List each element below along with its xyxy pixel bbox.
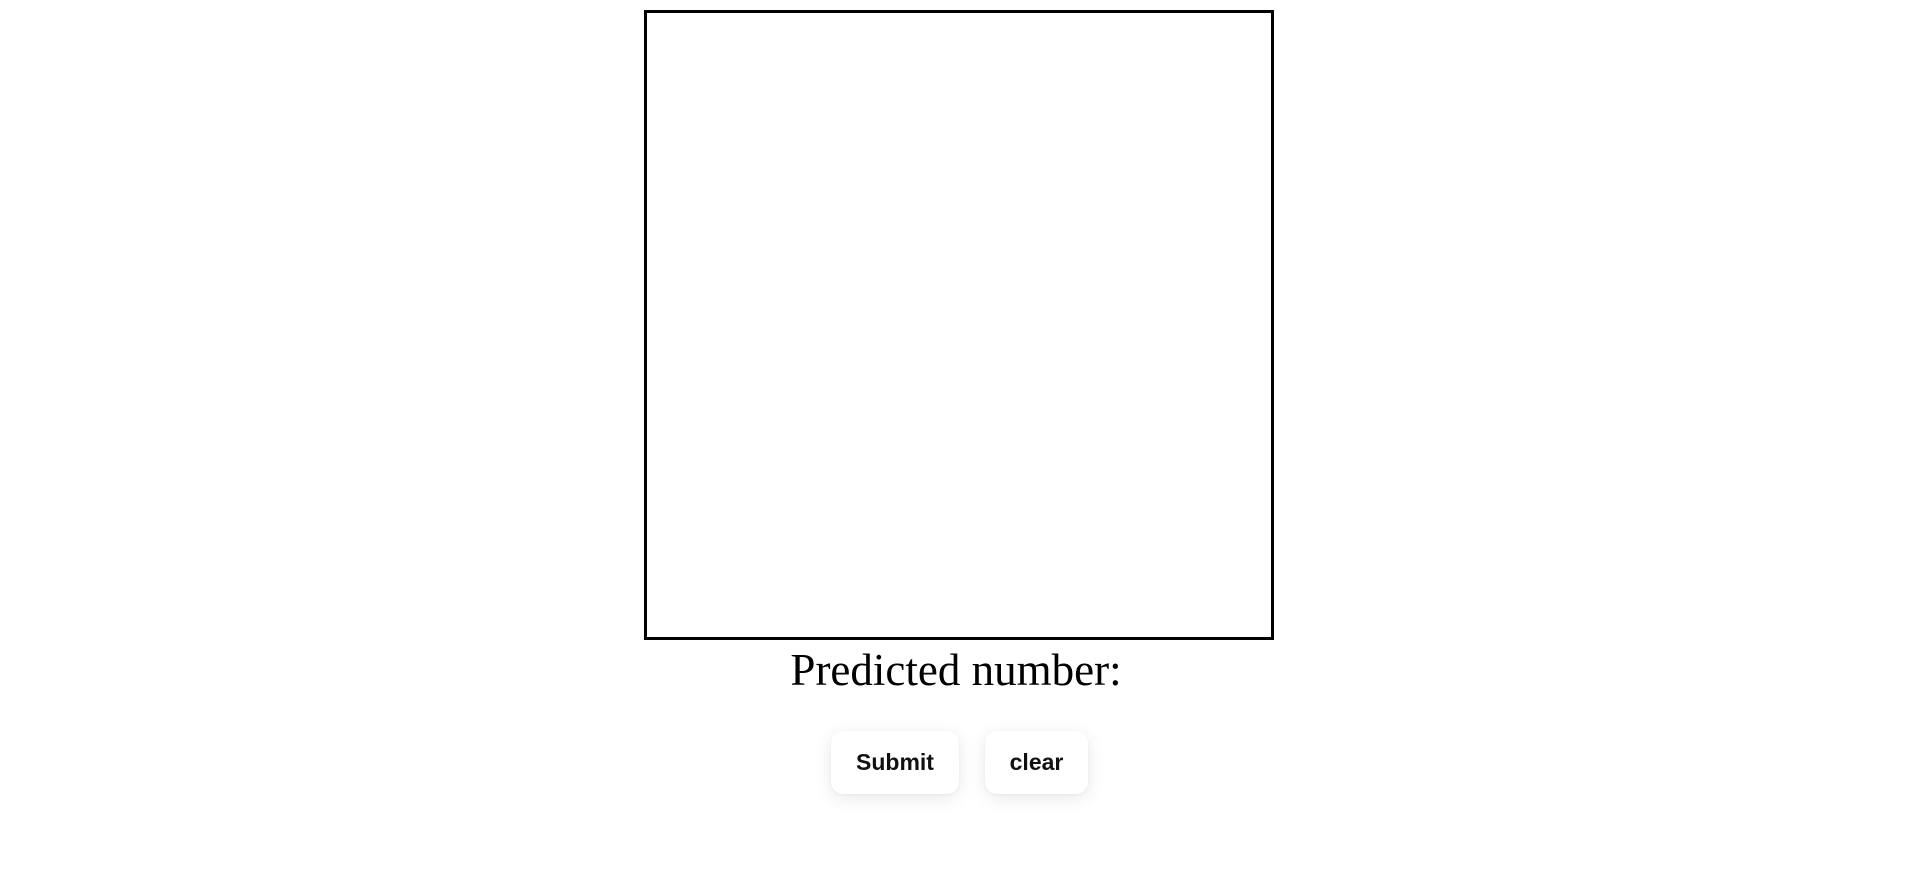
clear-button[interactable]: clear bbox=[985, 731, 1088, 794]
prediction-label: Predicted number: bbox=[790, 645, 1122, 695]
drawing-canvas[interactable] bbox=[644, 10, 1274, 640]
prediction-text: Predicted number: bbox=[0, 641, 1918, 699]
submit-button[interactable]: Submit bbox=[831, 731, 959, 794]
